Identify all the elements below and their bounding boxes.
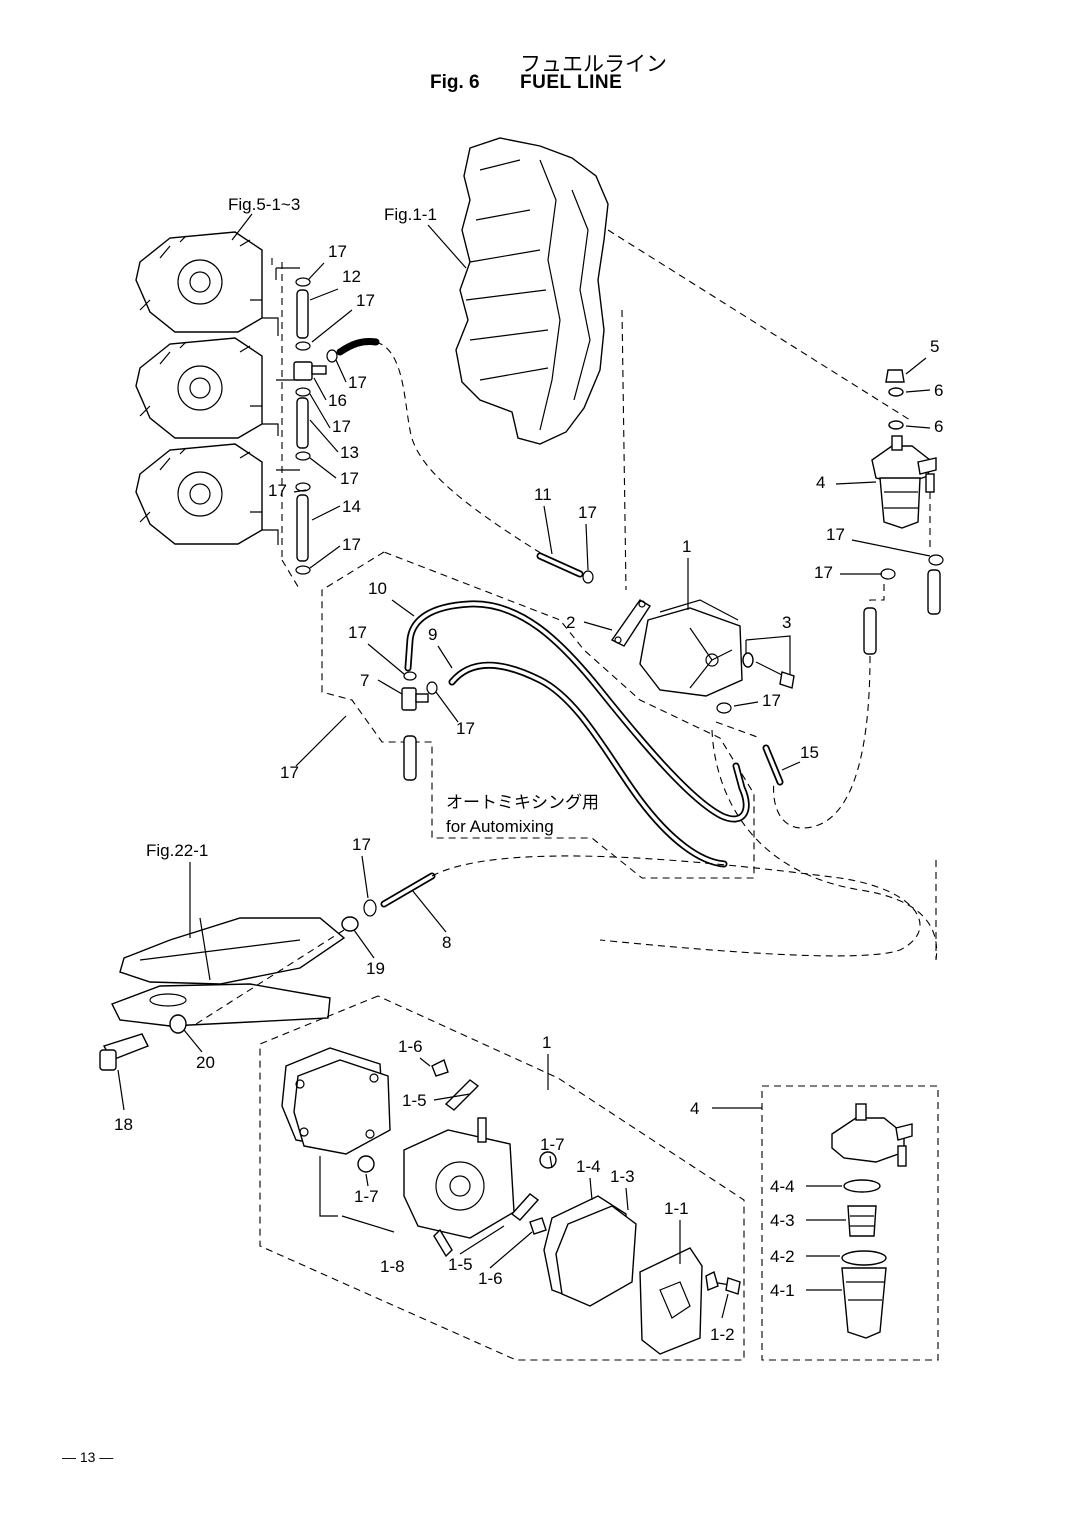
- callout-1-6: 1-6: [398, 1037, 423, 1056]
- filter-exploded: [831, 1103, 913, 1339]
- callout-16: 16: [328, 391, 347, 410]
- callout-17: 17: [332, 417, 351, 436]
- callout-4-2: 4-2: [770, 1247, 795, 1266]
- callout-18: 18: [114, 1115, 133, 1134]
- hose-15: [762, 744, 784, 786]
- callout-7: 7: [360, 671, 369, 690]
- callout-1-5: 1-5: [448, 1255, 473, 1274]
- pump-body: [403, 1117, 515, 1258]
- callout-17: 17: [578, 503, 597, 522]
- title-japanese: フュエルライン: [520, 52, 667, 76]
- carburetor-group: [135, 231, 300, 545]
- callout-4-4: 4-4: [770, 1177, 795, 1196]
- carburetor-bottom: [135, 443, 263, 545]
- callout-17: 17: [268, 481, 287, 500]
- callout-1-1: 1-1: [664, 1199, 689, 1218]
- callout-1-6: 1-6: [478, 1269, 503, 1288]
- callout-1-detail: 1: [542, 1033, 551, 1052]
- callout-17: 17: [356, 291, 375, 310]
- callout-1-3: 1-3: [610, 1167, 635, 1186]
- page-number: — 13 —: [62, 1449, 113, 1465]
- callout-4-detail: 4: [690, 1099, 699, 1118]
- fuel-pump: [610, 599, 743, 697]
- callout-17: 17: [352, 835, 371, 854]
- callout-17: 17: [328, 242, 347, 261]
- callout-1-2: 1-2: [710, 1325, 735, 1344]
- pump-diaphragm-cover: [543, 1195, 741, 1355]
- callout-17: 17: [826, 525, 845, 544]
- callout-1-7: 1-7: [354, 1187, 379, 1206]
- callout-13: 13: [340, 443, 359, 462]
- figure-number: Fig. 6: [430, 72, 480, 93]
- carburetor-top: [135, 231, 263, 333]
- callout-2: 2: [566, 613, 575, 632]
- callout-17: 17: [348, 623, 367, 642]
- fuel-filter: [871, 369, 937, 529]
- callout-15: 15: [800, 743, 819, 762]
- callout-5: 5: [930, 337, 939, 356]
- callout-1-5: 1-5: [402, 1091, 427, 1110]
- callout-17: 17: [348, 373, 367, 392]
- callout-17: 17: [814, 563, 833, 582]
- callout-1: 1: [682, 537, 691, 556]
- callout-17: 17: [762, 691, 781, 710]
- pump-gasket-diaphragm: [281, 1047, 391, 1155]
- note-automixing-jp: オートミキシング用: [446, 793, 599, 812]
- carburetor-middle: [135, 337, 263, 439]
- automix-hoses: [401, 600, 750, 868]
- callout-1-8: 1-8: [380, 1257, 405, 1276]
- figure-title: FUEL LINE: [520, 72, 623, 93]
- connector-18: [99, 1033, 149, 1071]
- hose-11: [536, 552, 594, 584]
- engine-block: [455, 137, 911, 445]
- callout-11: 11: [534, 485, 552, 504]
- callout-3: 3: [782, 613, 791, 632]
- callout-17: 17: [280, 763, 299, 782]
- callout-12: 12: [342, 267, 361, 286]
- screw-3: [742, 652, 795, 689]
- callout-4: 4: [816, 473, 825, 492]
- filter-hoses: [863, 492, 944, 655]
- callout-17: 17: [456, 719, 475, 738]
- swivel-bracket: [111, 917, 346, 1027]
- callout-19: 19: [366, 959, 385, 978]
- callout-9: 9: [428, 625, 437, 644]
- callout-1-7: 1-7: [540, 1135, 565, 1154]
- ref-fig22: Fig.22-1: [146, 841, 208, 860]
- callout-14: 14: [342, 497, 361, 516]
- carb-feed-hoses: [293, 277, 380, 575]
- callout-6: 6: [934, 381, 943, 400]
- callout-17: 17: [340, 469, 359, 488]
- callout-20: 20: [196, 1053, 215, 1072]
- ref-fig1: Fig.1-1: [384, 205, 437, 224]
- callout-4-3: 4-3: [770, 1211, 795, 1230]
- callout-8: 8: [442, 933, 451, 952]
- ref-fig5: Fig.5-1~3: [228, 195, 300, 214]
- callout-10: 10: [368, 579, 387, 598]
- hose-8: [380, 872, 436, 908]
- callout-4-1: 4-1: [770, 1281, 795, 1300]
- note-automixing-en: for Automixing: [446, 817, 554, 836]
- callout-6: 6: [934, 417, 943, 436]
- callout-1-4: 1-4: [576, 1157, 601, 1176]
- callout-17: 17: [342, 535, 361, 554]
